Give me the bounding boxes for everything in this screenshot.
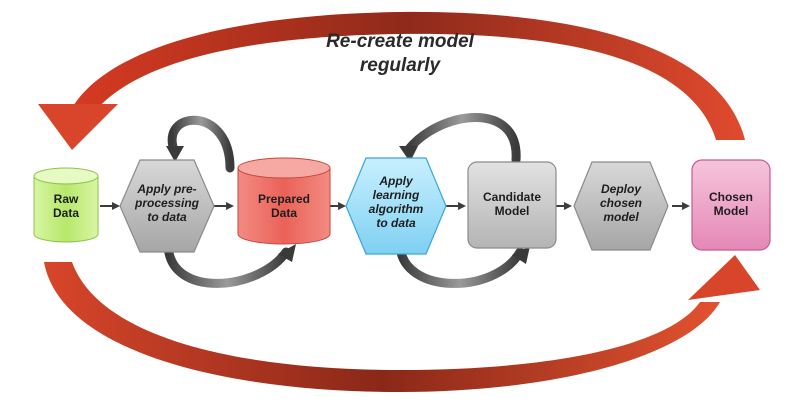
cycle-arrow-bottom-head xyxy=(688,255,760,300)
candidate-model-label: Candidate Model xyxy=(482,190,541,218)
loop-arrow-learning xyxy=(395,113,530,288)
cycle-arrow-top-head xyxy=(38,104,118,150)
connector-arrows xyxy=(100,202,690,210)
chosen-model-label: Chosen Model xyxy=(708,190,753,218)
raw-data-label: Raw Data xyxy=(52,192,79,220)
loop-arrow-preprocess xyxy=(163,115,296,288)
cycle-arrow-top xyxy=(38,11,745,150)
node-candidate-model xyxy=(467,161,557,249)
learning-label: Apply learning algorithm to data xyxy=(368,174,424,230)
node-preprocess xyxy=(119,159,215,253)
diagram-title: Re-create model regularly xyxy=(326,31,474,76)
node-deploy xyxy=(573,161,669,251)
preprocess-label: Apply pre- processing to data xyxy=(134,182,200,224)
node-learning xyxy=(345,157,447,255)
node-prepared-data xyxy=(237,157,331,245)
node-raw-data xyxy=(33,167,99,243)
cycle-arrow-bottom xyxy=(44,255,760,392)
prepared-data-label: Prepared Data xyxy=(257,192,311,220)
deploy-label: Deploy chosen model xyxy=(599,182,642,224)
node-chosen-model xyxy=(691,159,771,251)
